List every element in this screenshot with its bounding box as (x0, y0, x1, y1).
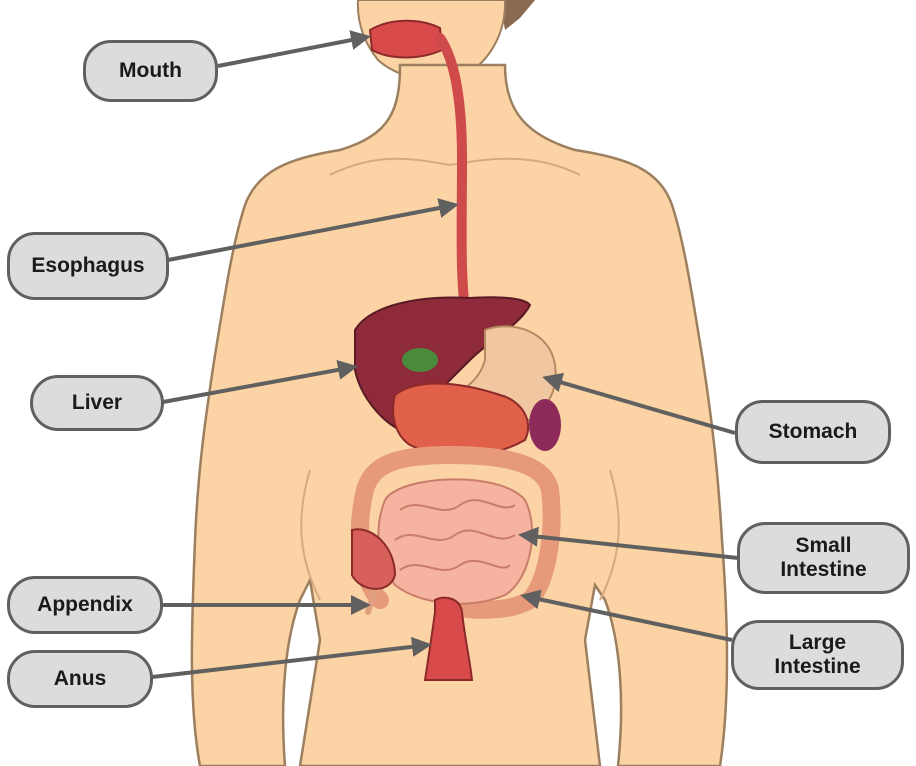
arrow-anus (151, 636, 432, 679)
label-appendix: Appendix (7, 576, 163, 634)
arrow-large-intestine (520, 589, 733, 642)
gallbladder (402, 348, 438, 372)
arrow-liver (162, 360, 358, 404)
abdomen-contour-left (300, 469, 321, 601)
chest-contour (329, 157, 581, 176)
label-small-intestine: Small Intestine (737, 522, 910, 594)
arrow-small-intestine (518, 526, 739, 560)
arrow-stomach (542, 372, 736, 435)
abdomen-contour-right (599, 469, 620, 601)
arrow-mouth (217, 30, 371, 68)
label-anus: Anus (7, 650, 153, 708)
pancreas-duodenum (392, 382, 530, 457)
label-esophagus: Esophagus (7, 232, 169, 300)
mouth-shape (368, 19, 444, 59)
hair (500, 0, 535, 30)
spleen (529, 399, 561, 451)
small-intestine-folds (394, 499, 516, 571)
label-stomach: Stomach (735, 400, 891, 464)
leader-arrows (151, 30, 739, 679)
cecum (351, 528, 397, 590)
small-intestine-mass (377, 478, 533, 605)
label-liver: Liver (30, 375, 164, 431)
arrow-esophagus (167, 198, 459, 262)
label-large-intestine: Large Intestine (731, 620, 904, 690)
label-mouth: Mouth (83, 40, 218, 102)
esophagus-tube (435, 33, 470, 315)
